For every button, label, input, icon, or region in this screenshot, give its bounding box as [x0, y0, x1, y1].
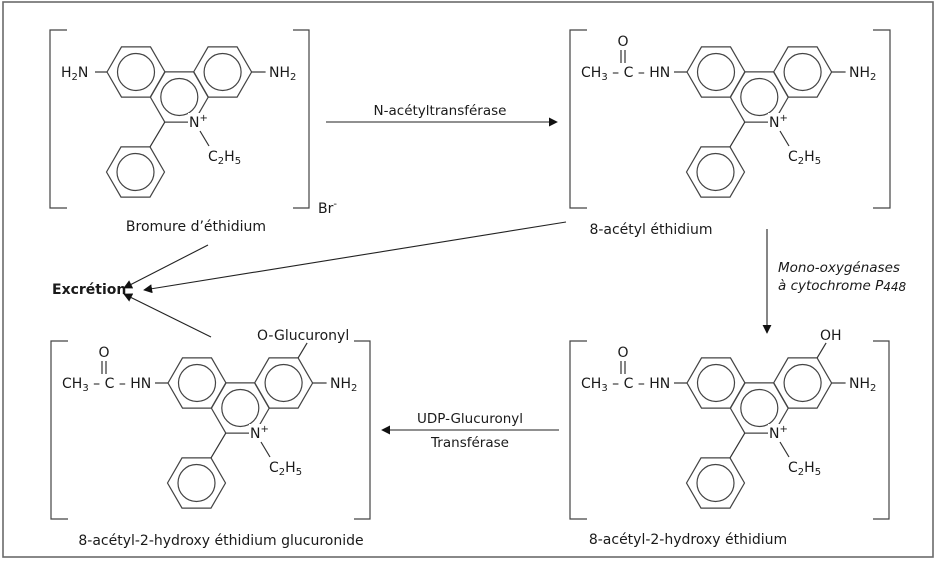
- compound-glucuronide: N+C2H5 NH2 CH3 – C – HN O O-Glucuronyl 8-ac…: [50, 328, 371, 549]
- ethyl-bond: [779, 441, 790, 458]
- right-ring: [772, 357, 833, 409]
- enzyme-label-line1: Mono-oxygénases: [778, 260, 900, 276]
- ethyl-bond: [779, 130, 790, 147]
- excretion-node: Excrétion: [52, 221, 567, 338]
- phenyl-bond: [210, 432, 227, 459]
- compound-name: 8-acétyl éthidium: [589, 222, 712, 238]
- enzyme-label-line2: à cytochrome P448: [778, 278, 906, 294]
- acetamide-label: CH3 – C – HN: [62, 376, 151, 394]
- molecule-skeleton: N+C2H5 NH2 CH3 – C – HN O: [581, 342, 876, 509]
- phenyl-ring: [685, 457, 746, 509]
- right-ring-aromatic-circle: [264, 363, 303, 403]
- right-ring: [772, 46, 833, 98]
- n-label-bg: [768, 113, 783, 128]
- left-ring-aromatic-circle: [696, 363, 736, 403]
- right-amine-label: NH2: [849, 65, 876, 83]
- phenyl-bond: [149, 121, 166, 148]
- right-amine-label: NH2: [330, 376, 357, 394]
- right-ring-aromatic-circle: [783, 52, 822, 92]
- ethyl-bond: [199, 130, 210, 147]
- phenyl-ring: [685, 146, 746, 198]
- n-label-bg: [768, 424, 783, 439]
- carbonyl-oxygen-label: O: [98, 345, 109, 361]
- nitrogen-cation-label: N+: [250, 424, 269, 442]
- right-ring-aromatic-circle: [203, 52, 242, 92]
- compound-name: 8-acétyl-2-hydroxy éthidium glucuronide: [78, 533, 363, 549]
- left-ring: [686, 46, 746, 98]
- compound-name: 8-acétyl-2-hydroxy éthidium: [589, 532, 787, 548]
- phenyl-bond: [729, 432, 746, 459]
- right-amine-label: NH2: [269, 65, 296, 83]
- phenyl-ring: [105, 146, 166, 198]
- left-ring-aromatic-circle: [116, 52, 156, 92]
- acetamide-label: CH3 – C – HN: [581, 376, 670, 394]
- enzyme-label-line2: Transférase: [430, 435, 509, 451]
- molecule-skeleton: N+C2H5 NH2: [105, 46, 296, 198]
- acetamide-label: CH3 – C – HN: [581, 65, 670, 83]
- left-amine-label: H2N: [61, 65, 88, 83]
- center-ring-aromatic-circle: [221, 388, 260, 428]
- phenyl-ring: [166, 457, 227, 509]
- left-bracket: [50, 340, 68, 520]
- ethyl-bond: [260, 441, 271, 458]
- excretion-arrow-from-ethidium-bromide: [123, 244, 209, 289]
- molecule-skeleton: N+C2H5 NH2 CH3 – C – HN O: [581, 34, 876, 198]
- ethyl-label: C2H5: [788, 460, 821, 478]
- enzyme-label: N-acétyltransférase: [374, 103, 507, 119]
- counter-ion-label: Br-: [318, 199, 337, 217]
- reaction-n-acetyltransferase: N-acétyltransférase: [326, 103, 558, 127]
- right-ring-aromatic-circle: [783, 363, 822, 403]
- top-substituent-bond: [297, 342, 308, 359]
- ethyl-label: C2H5: [269, 460, 302, 478]
- left-bracket: [569, 340, 587, 520]
- compound-8-acetyl-ethidium: N+C2H5 NH2 CH3 – C – HN O 8-acétyl éthidium: [569, 29, 891, 238]
- right-bracket: [873, 340, 890, 520]
- n-label-bg: [188, 113, 203, 128]
- right-bracket: [873, 29, 891, 209]
- phenyl-ring-aromatic-circle: [696, 152, 735, 192]
- compound-8-acetyl-2-hydroxy-ethidium: N+C2H5 NH2 CH3 – C – HN O OH 8-acétyl-2-hyd…: [569, 328, 890, 548]
- nitrogen-cation-label: N+: [769, 113, 788, 131]
- carbonyl-oxygen-label: O: [617, 34, 628, 50]
- carbonyl-oxygen-label: O: [617, 345, 628, 361]
- phenyl-ring-aromatic-circle: [116, 152, 155, 192]
- left-ring: [167, 357, 227, 409]
- left-ring-aromatic-circle: [177, 363, 217, 403]
- right-bracket: [293, 29, 310, 209]
- center-ring-aromatic-circle: [740, 388, 779, 428]
- phenyl-ring-aromatic-circle: [696, 463, 735, 503]
- center-ring-aromatic-circle: [160, 77, 199, 117]
- reaction-mono-oxygenases: Mono-oxygénases à cytochrome P448: [762, 229, 906, 334]
- nitrogen-cation-label: N+: [189, 113, 208, 131]
- center-ring-aromatic-circle: [740, 77, 779, 117]
- right-ring: [253, 357, 314, 409]
- reaction-udp-glucuronyl-transferase: UDP-Glucuronyl Transférase: [381, 411, 559, 451]
- top-substituent-bond: [816, 342, 827, 359]
- left-ring: [686, 357, 746, 409]
- excretion-label: Excrétion: [52, 282, 126, 298]
- ethyl-label: C2H5: [788, 149, 821, 167]
- left-ring-aromatic-circle: [696, 52, 736, 92]
- right-ring: [192, 46, 253, 98]
- nitrogen-cation-label: N+: [769, 424, 788, 442]
- right-bracket: [354, 340, 371, 520]
- molecule-skeleton: N+C2H5 NH2 CH3 – C – HN O: [62, 342, 357, 509]
- n-label-bg: [249, 424, 264, 439]
- compound-name: Bromure d’éthidium: [126, 219, 266, 235]
- left-bracket: [49, 29, 67, 209]
- enzyme-label-line1: UDP-Glucuronyl: [417, 411, 523, 427]
- phenyl-ring-aromatic-circle: [177, 463, 216, 503]
- excretion-arrow-from-8-acetyl-ethidium: [143, 221, 567, 294]
- glucuronyl-label: O-Glucuronyl: [257, 328, 349, 344]
- phenyl-bond: [729, 121, 746, 148]
- excretion-arrow-from-glucuronide: [123, 293, 212, 338]
- compound-ethidium-bromide: N+C2H5 NH2 H2N Br- Bromure d’éthidium: [49, 29, 337, 235]
- hydroxy-label: OH: [820, 328, 842, 344]
- ethyl-label: C2H5: [208, 149, 241, 167]
- left-bracket: [569, 29, 587, 209]
- left-ring: [106, 46, 166, 98]
- right-amine-label: NH2: [849, 376, 876, 394]
